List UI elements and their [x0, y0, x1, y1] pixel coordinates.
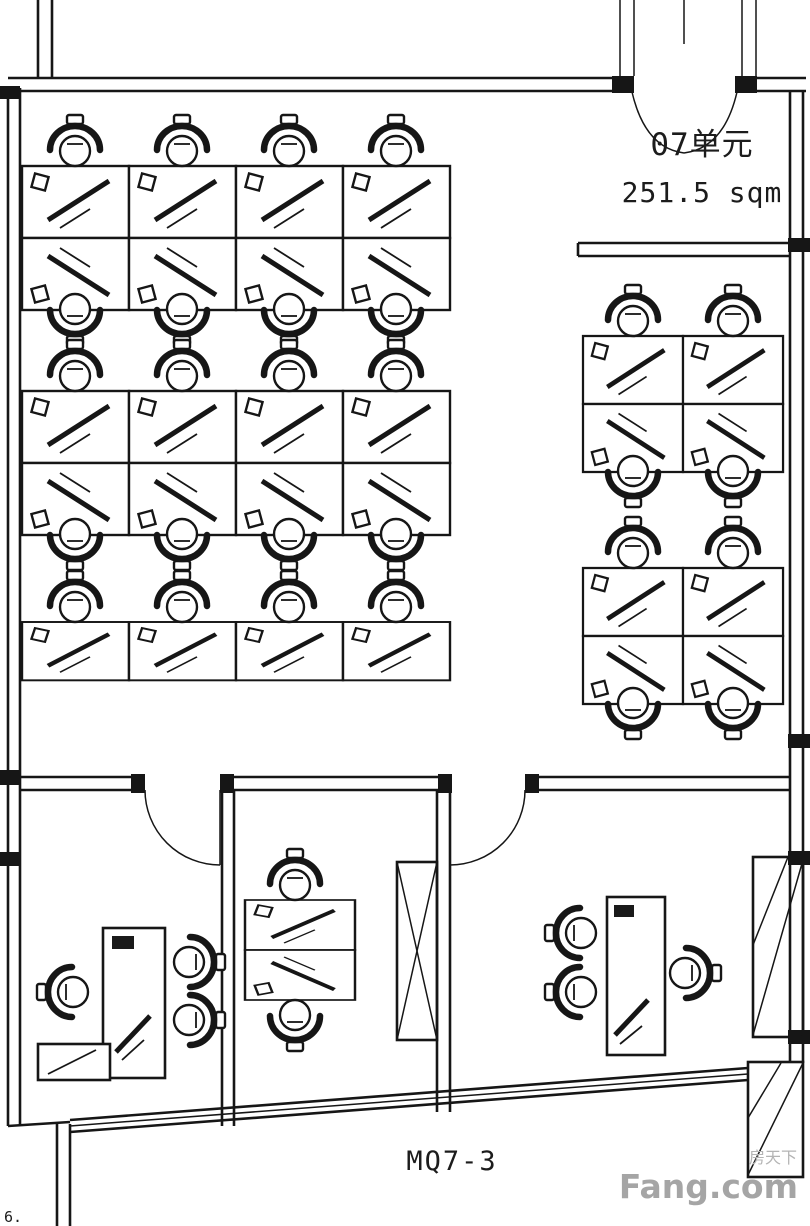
desk — [236, 391, 343, 463]
chair — [708, 285, 758, 336]
unit-label: 07单元 — [650, 127, 753, 163]
chair — [50, 340, 100, 391]
chair — [264, 340, 314, 391]
door-jamb — [612, 76, 634, 93]
door-swing-arc — [449, 789, 526, 866]
chair — [174, 995, 225, 1045]
watermark-en-label: Fang.com — [619, 1167, 798, 1206]
desk — [343, 622, 450, 680]
monitor-icon — [614, 905, 634, 917]
office-left-furniture — [37, 926, 225, 1082]
desk — [22, 391, 129, 463]
desk — [129, 622, 236, 680]
chair — [670, 948, 721, 998]
workstation-cluster-5 — [583, 517, 783, 739]
chair — [37, 967, 88, 1017]
column-box — [751, 855, 805, 1039]
chair — [371, 571, 421, 622]
interior-walls — [20, 241, 790, 1126]
entry-door — [612, 76, 757, 154]
plan-labels: 07单元 251.5 sqm MQ7-3 6. — [4, 127, 783, 1226]
chair — [174, 937, 225, 987]
desk — [343, 166, 450, 238]
chair — [608, 517, 658, 568]
desk — [683, 568, 783, 636]
office-right-furniture — [545, 895, 721, 1057]
workstation-cluster-4 — [583, 285, 783, 507]
workstation-cluster-2 — [22, 340, 450, 570]
service-shafts — [395, 855, 805, 1179]
door-swing-arc — [631, 91, 685, 154]
workstation-cluster-3 — [22, 571, 450, 680]
desk — [583, 336, 683, 404]
office-desk — [101, 926, 167, 1080]
watermark-cn-label: 房天下 — [749, 1148, 797, 1167]
door-swing-arc — [144, 789, 221, 866]
desk — [129, 166, 236, 238]
door-jamb — [735, 76, 757, 93]
chair — [264, 115, 314, 166]
window-band — [55, 1066, 749, 1226]
workstation-cluster-1 — [22, 115, 450, 345]
desk — [236, 166, 343, 238]
chair — [545, 908, 596, 958]
corner-box — [746, 1060, 805, 1179]
area-label: 251.5 sqm — [622, 176, 783, 209]
desk — [245, 950, 355, 1000]
chair — [708, 517, 758, 568]
chair — [50, 571, 100, 622]
desk — [236, 622, 343, 680]
desk — [129, 391, 236, 463]
desk — [245, 900, 355, 950]
chair — [50, 115, 100, 166]
chair — [371, 340, 421, 391]
desk — [22, 622, 129, 680]
desk — [583, 568, 683, 636]
watermark-fang: 房天下 Fang.com — [619, 1148, 798, 1206]
corner-mark: 6. — [4, 1208, 22, 1226]
chair — [157, 340, 207, 391]
chair — [264, 571, 314, 622]
office-middle-furniture — [245, 849, 355, 1051]
office-desk — [605, 895, 667, 1057]
chair — [608, 285, 658, 336]
chair — [270, 849, 320, 900]
chair — [371, 115, 421, 166]
chair — [270, 1000, 320, 1051]
desk — [22, 166, 129, 238]
desk — [343, 391, 450, 463]
shaft-box — [395, 860, 439, 1042]
office-doors — [144, 789, 526, 866]
monitor-icon — [112, 936, 134, 949]
desk — [683, 336, 783, 404]
chair — [157, 115, 207, 166]
door-swing-arc — [683, 91, 738, 154]
chair — [545, 967, 596, 1017]
plan-code-label: MQ7-3 — [406, 1146, 497, 1177]
chair — [157, 571, 207, 622]
